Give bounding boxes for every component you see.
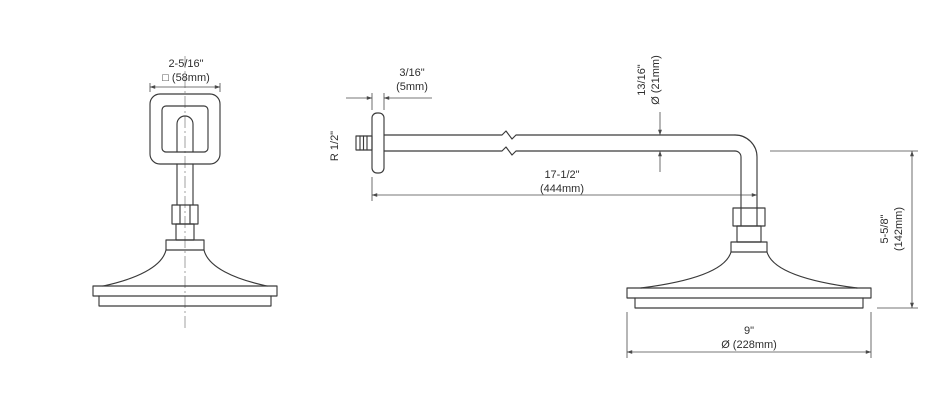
dim-drop-height: 5-5/8" (142mm) <box>770 150 918 309</box>
escutcheon-outer-square <box>149 93 221 165</box>
elbow-outer-edge <box>734 134 758 209</box>
dim-drop-metric: (142mm) <box>893 207 905 251</box>
front-shower-head <box>92 239 278 307</box>
shower-arm <box>383 130 758 209</box>
dim-pipe-diameter: 13/16" Ø (21mm) <box>636 55 662 172</box>
dim-escutcheon-width-value: 2-5/16" <box>168 58 203 70</box>
dim-flange-thickness: 3/16" (5mm) <box>346 67 432 110</box>
dim-drop-value: 5-5/8" <box>879 214 891 243</box>
dim-flange-metric: (5mm) <box>396 81 428 93</box>
dim-arm-metric: (444mm) <box>540 183 584 195</box>
dim-escutcheon-width: 2-5/16" □ (58mm) <box>149 58 221 92</box>
front-view: 2-5/16" □ (58mm) <box>92 56 278 330</box>
side-head-flare-left <box>640 251 732 289</box>
side-nut <box>732 207 766 243</box>
thread-spec-label: R 1/2" <box>329 131 341 161</box>
dim-head-metric: Ø (228mm) <box>721 339 777 351</box>
side-view: 3/16" (5mm) R 1/2" 13/16" Ø (21mm) 17-1/… <box>329 55 918 358</box>
front-pipe-drop <box>176 163 194 206</box>
side-shower-head <box>626 241 872 309</box>
dim-arm-value: 17-1/2" <box>544 169 579 181</box>
side-nut-body <box>732 207 766 227</box>
elbow-inner-edge <box>734 150 742 209</box>
front-escutcheon <box>149 93 221 165</box>
flange-plate <box>371 112 385 174</box>
front-head-flare-right <box>203 249 268 287</box>
front-head-flare-left <box>102 249 167 287</box>
front-head-collar <box>165 239 205 251</box>
dim-flange-value: 3/16" <box>399 67 424 79</box>
front-nut-facets <box>179 204 191 225</box>
side-connector <box>736 225 762 243</box>
dim-head-diameter: 9" Ø (228mm) <box>626 312 872 358</box>
side-head-band-inner <box>634 297 864 309</box>
arm-top-edge <box>383 130 736 140</box>
dim-escutcheon-width-metric: □ (58mm) <box>162 72 210 84</box>
thread-hatching <box>359 135 368 151</box>
front-head-band-outer <box>92 285 278 297</box>
front-head-band-inner <box>98 295 272 307</box>
front-pipe-dome <box>176 115 194 153</box>
dim-pipe-dia-value: 13/16" <box>636 64 648 96</box>
dim-flange-ext-lines <box>371 93 385 110</box>
side-head-collar <box>730 241 768 253</box>
side-head-band-outer <box>626 287 872 299</box>
side-wall-flange <box>355 112 385 174</box>
dim-pipe-dia-metric: Ø (21mm) <box>650 55 662 105</box>
side-head-flare-right <box>766 251 858 289</box>
front-pipe <box>176 115 194 206</box>
side-nut-facets <box>740 207 758 227</box>
escutcheon-inner-square <box>161 105 209 153</box>
dim-head-value: 9" <box>744 325 754 337</box>
dim-arm-length: 17-1/2" (444mm) <box>371 169 758 201</box>
arm-bottom-edge <box>383 146 736 156</box>
